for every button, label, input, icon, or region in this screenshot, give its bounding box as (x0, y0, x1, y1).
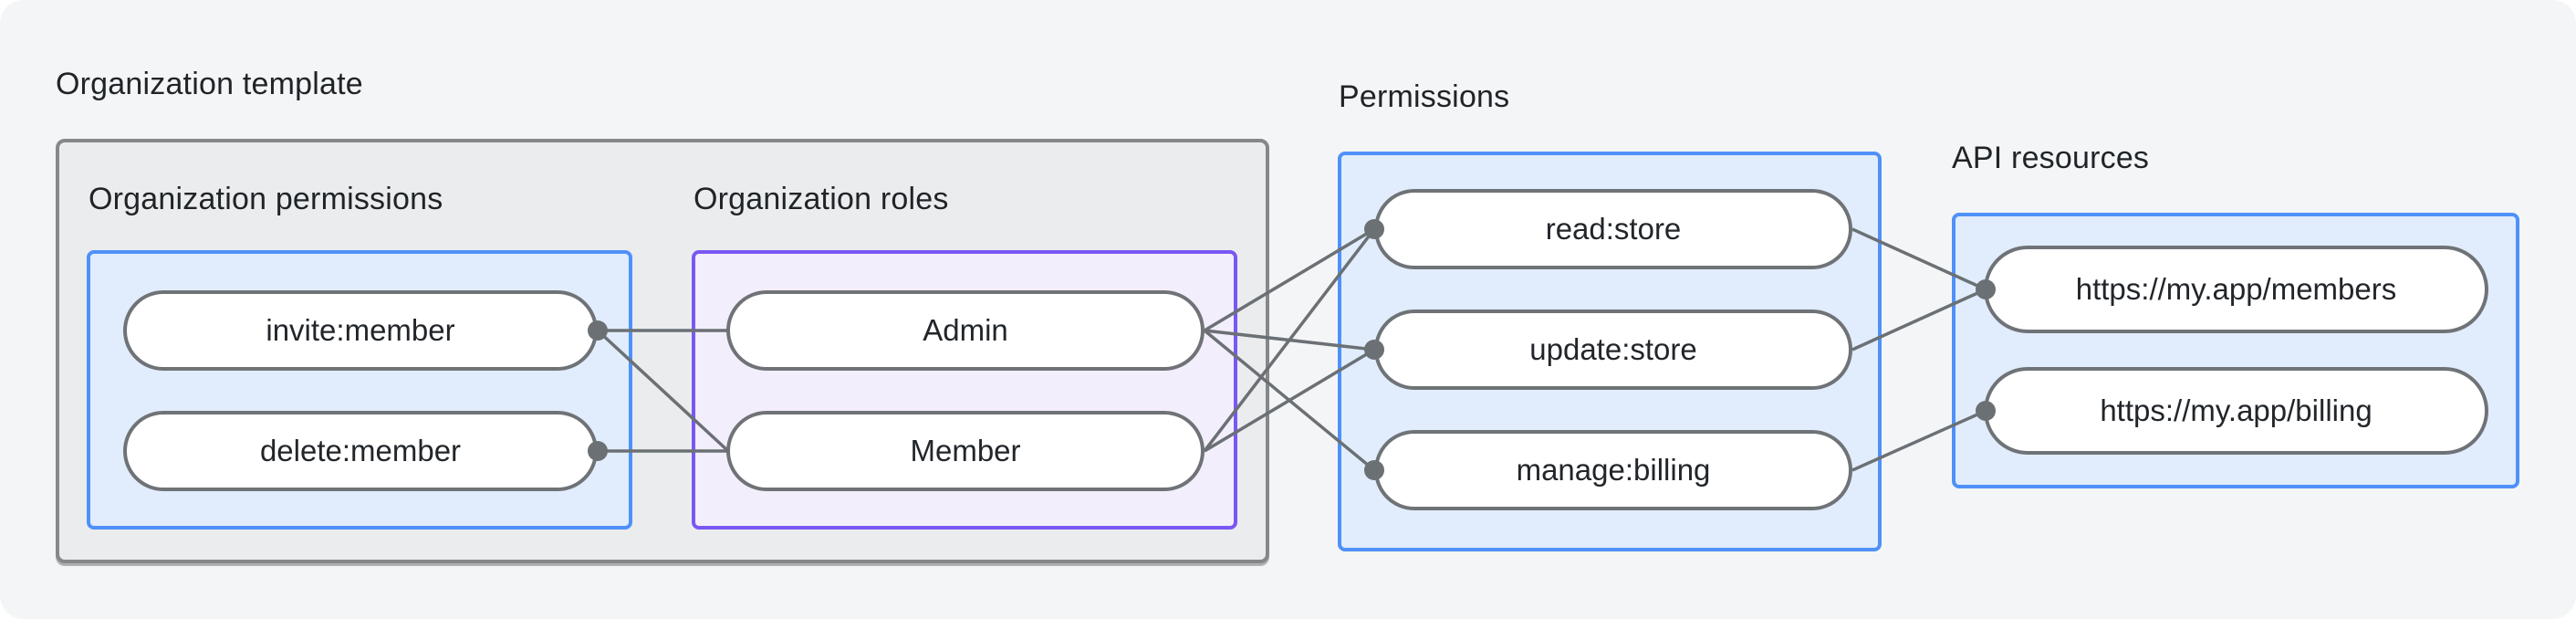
node-label: invite:member (266, 313, 455, 347)
node-member-role: Member (726, 411, 1205, 491)
node-label: delete:member (259, 434, 462, 467)
node-label: https://my.app/billing (2100, 393, 2373, 427)
node-api-billing-url: https://my.app/billing (1984, 367, 2488, 455)
org-permissions-header: Organization permissions (89, 182, 443, 216)
node-label: Admin (923, 313, 1008, 347)
org-template-title: Organization template (56, 67, 363, 101)
permissions-header: Permissions (1339, 79, 1510, 114)
node-label: read:store (1545, 212, 1682, 246)
node-label: manage:billing (1516, 453, 1711, 487)
node-label: update:store (1529, 332, 1697, 366)
org-roles-header: Organization roles (694, 182, 949, 216)
node-label: https://my.app/members (2075, 272, 2397, 306)
node-invite-member: invite:member (123, 290, 598, 371)
node-manage-billing: manage:billing (1374, 430, 1852, 510)
node-read-store: read:store (1374, 189, 1852, 269)
node-admin-role: Admin (726, 290, 1205, 371)
api-resources-header: API resources (1952, 141, 2150, 175)
node-update-store: update:store (1374, 310, 1852, 390)
node-label: Member (910, 434, 1021, 467)
node-delete-member: delete:member (123, 411, 598, 491)
node-api-members-url: https://my.app/members (1984, 246, 2488, 333)
